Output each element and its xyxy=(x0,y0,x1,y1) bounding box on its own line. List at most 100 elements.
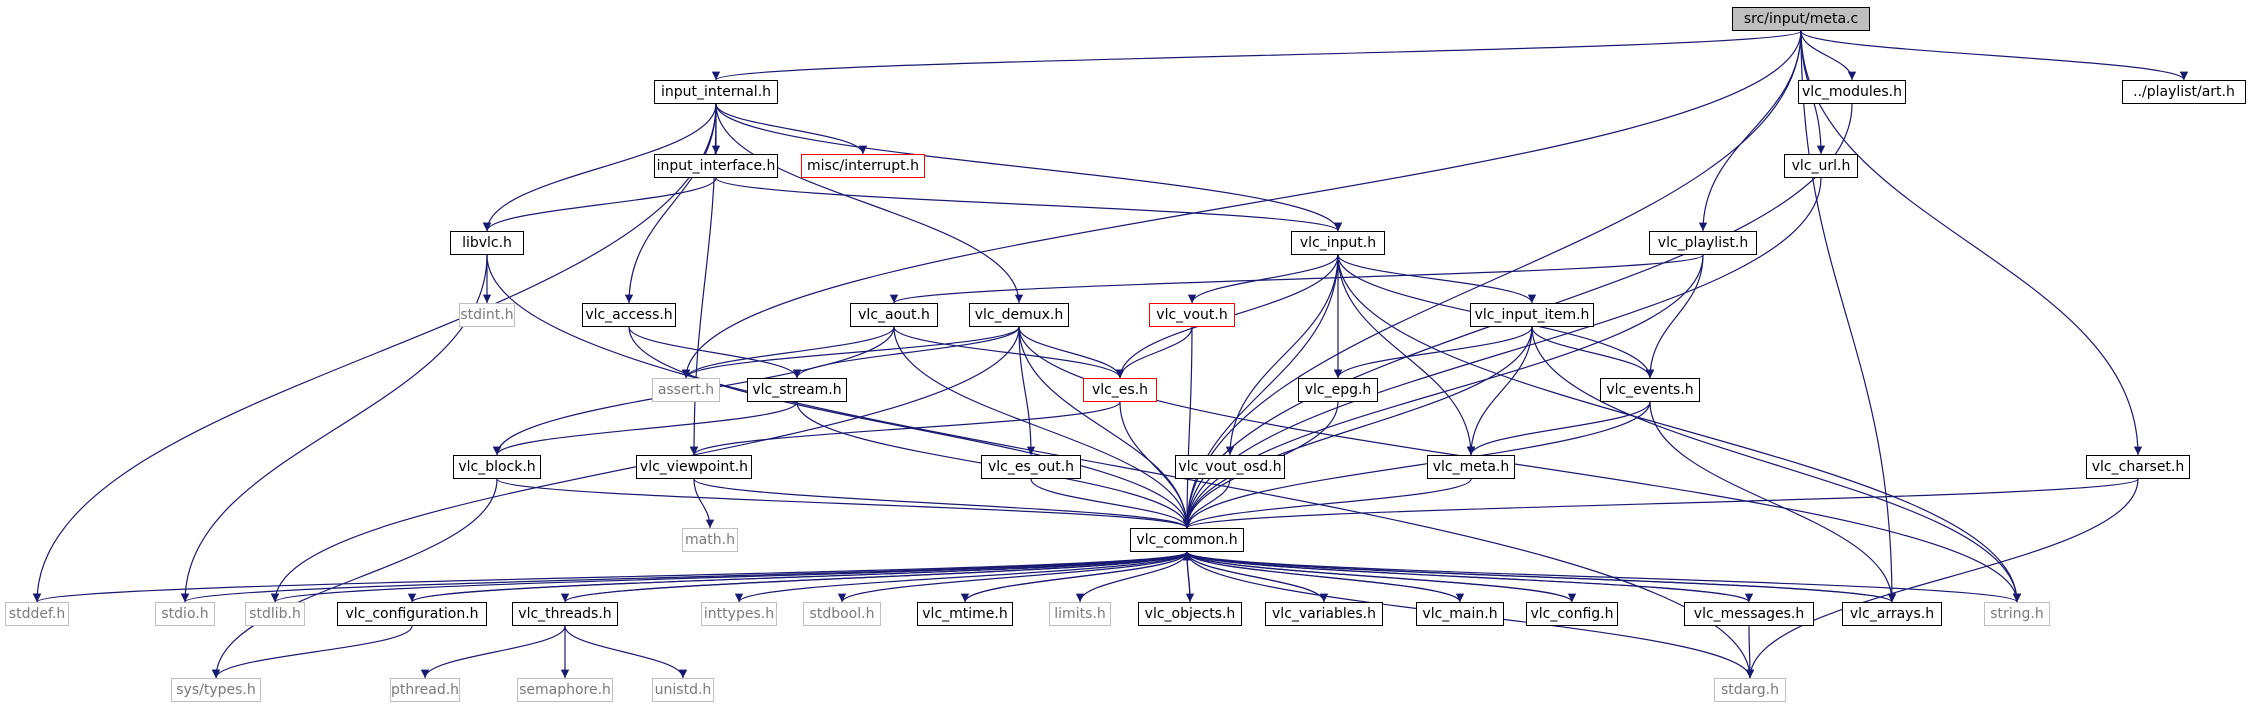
edge-vlc-input-h-to-vlc-vout-osd-h xyxy=(1225,254,1339,456)
node-vlc-variables-h[interactable]: vlc_variables.h xyxy=(1265,602,1383,626)
node-vlc-mtime-h[interactable]: vlc_mtime.h xyxy=(917,602,1013,626)
edge-libvlc-h-to-stdarg-h xyxy=(486,254,1755,679)
node-vlc-epg-h[interactable]: vlc_epg.h xyxy=(1298,378,1378,402)
edge-vlc-input-h-to-vlc-vout-h xyxy=(1187,254,1339,304)
node-vlc-objects-h[interactable]: vlc_objects.h xyxy=(1138,602,1242,626)
node-vlc-vout-osd-h[interactable]: vlc_vout_osd.h xyxy=(1175,455,1285,479)
edge-vlc-configuration-h-to-vlc-common-h xyxy=(411,551,1191,603)
edge-vlc-access-h-to-vlc-stream-h xyxy=(628,326,802,379)
edge-vlc-access-h-to-vlc-common-h xyxy=(628,326,1192,529)
node-assert-h: assert.h xyxy=(652,378,720,402)
edge-vlc-common-h-to-stdlib-h xyxy=(271,551,1188,603)
node-vlc-charset-h[interactable]: vlc_charset.h xyxy=(2086,455,2190,479)
edge-vlc-viewpoint-h-to-vlc-common-h xyxy=(693,478,1192,529)
edge-vlc-playlist-h-to-vlc-events-h xyxy=(1645,254,1704,379)
edge-input-internal-h-to-misc-interrupt-h xyxy=(715,103,868,155)
edge-vlc-input-item-h-to-vlc-meta-h xyxy=(1466,326,1533,456)
edge-vlc-block-h-to-vlc-common-h xyxy=(496,478,1191,529)
edge-vlc-input-item-h-to-vlc-common-h xyxy=(1182,326,1533,529)
node-vlc-demux-h[interactable]: vlc_demux.h xyxy=(969,303,1069,327)
node-sys-types-h: sys/types.h xyxy=(171,678,261,702)
node-input-internal-h[interactable]: input_internal.h xyxy=(654,80,778,104)
node-vlc-input-item-h[interactable]: vlc_input_item.h xyxy=(1470,303,1594,327)
node-vlc-vout-h[interactable]: vlc_vout.h xyxy=(1149,303,1235,327)
node-vlc-configuration-h[interactable]: vlc_configuration.h xyxy=(337,602,487,626)
node-vlc-common-h[interactable]: vlc_common.h xyxy=(1130,528,1244,552)
node-inttypes-h: inttypes.h xyxy=(701,602,777,626)
edge-vlc-threads-h-to-unistd-h xyxy=(564,625,688,679)
edge-vlc-configuration-h-to-sys-types-h xyxy=(211,625,413,679)
edge-vlc-main-h-to-vlc-common-h xyxy=(1182,551,1461,603)
edge-vlc-common-h-to-stdbool-h xyxy=(837,551,1188,603)
node-vlc-stream-h[interactable]: vlc_stream.h xyxy=(747,378,847,402)
node-vlc-url-h[interactable]: vlc_url.h xyxy=(1784,154,1858,178)
edge-vlc-events-h-to-vlc-arrays-h xyxy=(1649,401,1897,603)
edge-vlc-threads-h-to-pthread-h xyxy=(420,625,566,679)
node-vlc-main-h[interactable]: vlc_main.h xyxy=(1416,602,1504,626)
edge-vlc-variables-h-to-vlc-common-h xyxy=(1182,551,1325,603)
node-vlc-playlist-h[interactable]: vlc_playlist.h xyxy=(1649,231,1757,255)
node-playlist-art-h[interactable]: ../playlist/art.h xyxy=(2122,80,2246,104)
edge-vlc-common-h-to-inttypes-h xyxy=(734,551,1188,603)
node-stdarg-h: stdarg.h xyxy=(1714,678,1786,702)
edge-vlc-messages-h-to-vlc-common-h xyxy=(1183,551,1750,603)
node-unistd-h: unistd.h xyxy=(652,678,714,702)
node-vlc-events-h[interactable]: vlc_events.h xyxy=(1600,378,1700,402)
edge-meta-c-to-vlc-modules-h xyxy=(1800,30,1857,81)
node-libvlc-h[interactable]: libvlc.h xyxy=(450,231,524,255)
edge-meta-c-to-vlc-common-h xyxy=(1182,30,1802,529)
node-vlc-es-h[interactable]: vlc_es.h xyxy=(1083,378,1157,402)
edge-vlc-es-out-h-to-vlc-common-h xyxy=(1030,478,1192,529)
node-vlc-messages-h[interactable]: vlc_messages.h xyxy=(1684,602,1814,626)
edge-vlc-input-item-h-to-string-h xyxy=(1531,326,2022,603)
edge-vlc-mtime-h-to-vlc-common-h xyxy=(964,551,1192,603)
node-vlc-viewpoint-h[interactable]: vlc_viewpoint.h xyxy=(636,455,752,479)
node-input-interface-h[interactable]: input_interface.h xyxy=(654,154,778,178)
edge-vlc-input-h-to-vlc-input-item-h xyxy=(1337,254,1537,304)
edge-vlc-vout-h-to-vlc-es-h xyxy=(1115,326,1193,379)
edge-input-internal-h-to-vlc-demux-h xyxy=(715,103,1024,304)
edge-vlc-input-h-to-vlc-meta-h xyxy=(1337,254,1476,456)
edge-vlc-common-h-to-stdio-h xyxy=(181,551,1188,603)
edge-vlc-charset-h-to-vlc-common-h xyxy=(1183,478,2139,529)
edge-input-internal-h-to-vlc-input-h xyxy=(715,103,1343,232)
node-vlc-access-h[interactable]: vlc_access.h xyxy=(582,303,676,327)
edge-vlc-common-h-to-stddef-h xyxy=(33,551,1188,603)
node-stdbool-h: stdbool.h xyxy=(803,602,881,626)
edge-vlc-input-item-h-to-vlc-epg-h xyxy=(1333,326,1533,379)
edge-vlc-threads-h-to-vlc-common-h xyxy=(564,551,1191,603)
edge-input-internal-h-to-vlc-access-h xyxy=(624,103,717,304)
edge-meta-c-to-playlist-art-h xyxy=(1800,30,2189,81)
node-vlc-aout-h[interactable]: vlc_aout.h xyxy=(850,303,938,327)
edge-vlc-events-h-to-vlc-common-h xyxy=(1182,401,1651,529)
edge-input-internal-h-to-stddef-h xyxy=(32,103,717,603)
node-stdio-h: stdio.h xyxy=(155,602,215,626)
node-semaphore-h: semaphore.h xyxy=(517,678,613,702)
edge-vlc-es-h-to-vlc-common-h xyxy=(1119,401,1192,529)
node-vlc-meta-h[interactable]: vlc_meta.h xyxy=(1427,455,1515,479)
node-vlc-block-h[interactable]: vlc_block.h xyxy=(453,455,541,479)
edge-vlc-demux-h-to-assert-h xyxy=(681,326,1020,379)
node-meta-c[interactable]: src/input/meta.c xyxy=(1732,7,1870,31)
node-stdlib-h: stdlib.h xyxy=(245,602,305,626)
node-vlc-threads-h[interactable]: vlc_threads.h xyxy=(512,602,618,626)
edge-vlc-input-h-to-string-h xyxy=(1337,254,2022,603)
edge-input-interface-h-to-libvlc-h xyxy=(482,177,717,232)
edge-vlc-input-item-h-to-vlc-events-h xyxy=(1531,326,1655,379)
edge-vlc-common-h-to-string-h xyxy=(1186,551,2021,603)
node-vlc-modules-h[interactable]: vlc_modules.h xyxy=(1798,80,1906,104)
edge-libvlc-h-to-stdio-h xyxy=(180,254,488,603)
node-string-h: string.h xyxy=(1984,602,2050,626)
edge-input-internal-h-to-libvlc-h xyxy=(482,103,717,232)
edge-input-interface-h-to-vlc-input-h xyxy=(715,177,1342,232)
node-vlc-es-out-h[interactable]: vlc_es_out.h xyxy=(981,455,1081,479)
node-pthread-h: pthread.h xyxy=(390,678,460,702)
edge-vlc-playlist-h-to-vlc-aout-h xyxy=(890,254,1704,304)
edge-meta-c-to-input-internal-h xyxy=(712,30,1802,81)
node-vlc-input-h[interactable]: vlc_input.h xyxy=(1291,231,1385,255)
edge-vlc-events-h-to-vlc-meta-h xyxy=(1466,401,1651,456)
node-misc-interrupt-h[interactable]: misc/interrupt.h xyxy=(801,154,925,178)
edge-vlc-es-h-to-vlc-viewpoint-h xyxy=(689,401,1121,456)
node-vlc-arrays-h[interactable]: vlc_arrays.h xyxy=(1842,602,1942,626)
node-vlc-config-h[interactable]: vlc_config.h xyxy=(1526,602,1618,626)
